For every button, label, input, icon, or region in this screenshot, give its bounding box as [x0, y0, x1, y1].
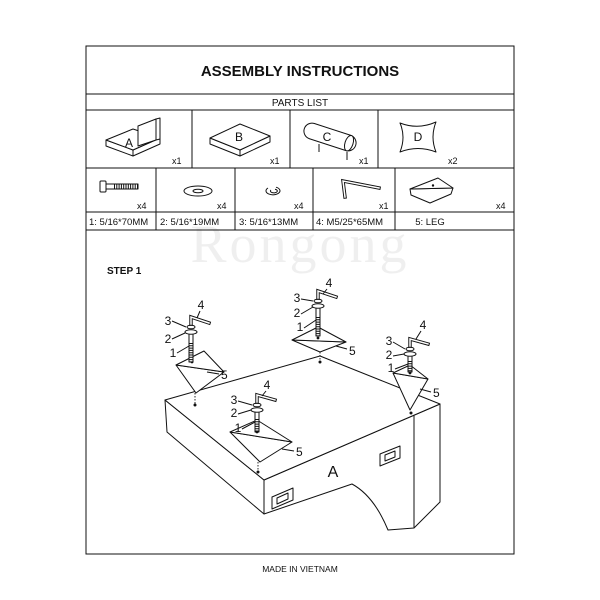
hardware-5-label: 5: LEG	[415, 217, 445, 228]
washer-icon	[183, 185, 213, 197]
callout-5: 5	[349, 344, 356, 358]
base-a-drawing: A	[164, 355, 441, 531]
part-d-cushion	[399, 121, 437, 153]
part-c-drawing: C	[303, 122, 357, 160]
hardware-stack-front: 4 3 2 1 5	[231, 378, 303, 459]
callout-5: 5	[296, 445, 303, 459]
hardware-4-label: 4: M5/25*65MM	[316, 217, 383, 228]
part-c-qty: x1	[359, 156, 369, 166]
hardware-1-label: 1: 5/16*70MM	[89, 217, 148, 228]
leg-icon-hole	[431, 184, 435, 187]
callout-2: 2	[231, 406, 238, 420]
part-d-qty: x2	[448, 156, 458, 166]
washer-hole	[192, 188, 204, 194]
bracket-icon	[379, 445, 401, 467]
allen-key-icon	[341, 178, 381, 199]
bolt-icon	[99, 180, 139, 193]
lock-washer	[313, 298, 323, 304]
part-a-qty: x1	[172, 156, 182, 166]
callout-2: 2	[294, 306, 301, 320]
callout-1: 1	[170, 346, 177, 360]
bolt-head	[99, 180, 107, 193]
washer	[250, 407, 264, 413]
hole-marker	[409, 411, 413, 415]
lock-washer	[252, 402, 262, 408]
callout-3: 3	[294, 291, 301, 305]
leg-front	[229, 419, 293, 471]
lock-washer-icon	[265, 186, 281, 196]
part-a-drawing: A	[105, 117, 161, 157]
callout-4: 4	[420, 318, 427, 332]
part-b-label: B	[235, 130, 243, 144]
leg-icon-front	[409, 187, 454, 204]
hardware-2-qty: x4	[217, 201, 227, 211]
callout-3: 3	[386, 334, 393, 348]
leg-icon	[409, 177, 454, 204]
callout-5: 5	[221, 368, 228, 382]
hardware-stack-left: 4 3 2 1 5	[165, 298, 228, 382]
part-a-panel-side	[155, 117, 161, 141]
hole-marker	[193, 403, 197, 407]
washer	[184, 329, 198, 335]
leg-icon-top	[409, 177, 454, 190]
washer	[403, 351, 417, 357]
callout-4: 4	[326, 276, 333, 290]
sheet-frame	[85, 45, 515, 555]
watermark: Rongong	[190, 214, 409, 274]
callout-1: 1	[388, 361, 395, 375]
hardware-stack-back: 4 3 2 1 5	[294, 276, 356, 358]
page-title: ASSEMBLY INSTRUCTIONS	[201, 63, 399, 80]
hardware-2-label: 2: 5/16*19MM	[160, 217, 219, 228]
hole-marker	[256, 470, 260, 474]
hardware-3-qty: x4	[294, 201, 304, 211]
callout-4: 4	[264, 378, 271, 392]
footer-origin: MADE IN VIETNAM	[262, 564, 338, 574]
part-c-label: C	[323, 130, 332, 144]
part-c-end	[343, 134, 355, 152]
hardware-3-label: 3: 5/16*13MM	[239, 217, 298, 228]
outer-border	[85, 45, 515, 555]
callout-3: 3	[231, 393, 238, 407]
callout-5: 5	[433, 386, 440, 400]
callout-2: 2	[386, 348, 393, 362]
callout-3: 3	[165, 314, 172, 328]
parts-list-header: PARTS LIST	[272, 98, 328, 109]
part-b-top	[209, 123, 271, 151]
step-title: STEP 1	[107, 266, 142, 277]
callout-1: 1	[235, 421, 242, 435]
hardware-stack-right: 4 3 2 1 5	[386, 318, 440, 400]
bracket-icon	[271, 487, 294, 510]
lock-washer-ring	[265, 186, 281, 196]
part-a-panel-face	[137, 118, 157, 147]
lock-washer	[405, 346, 415, 352]
part-a-label: A	[125, 136, 133, 150]
part-b-qty: x1	[270, 156, 280, 166]
leg-hole	[316, 336, 320, 340]
callout-4: 4	[198, 298, 205, 312]
callout-1: 1	[297, 320, 304, 334]
callout-2: 2	[165, 332, 172, 346]
part-c-bolster	[303, 122, 357, 152]
washer	[311, 303, 325, 309]
base-a-top-face	[164, 355, 441, 481]
base-a-front-face	[263, 403, 441, 531]
lock-washer	[186, 324, 196, 330]
hardware-4-qty: x1	[379, 201, 389, 211]
part-d-label: D	[414, 130, 423, 144]
hardware-1-qty: x4	[137, 201, 147, 211]
part-b-drawing: B	[209, 123, 271, 157]
hardware-5-qty: x4	[496, 201, 506, 211]
base-a-label: A	[328, 464, 339, 481]
lock-washer-inner	[269, 188, 278, 194]
hole-marker	[318, 360, 322, 364]
part-d-drawing: D	[399, 121, 437, 153]
